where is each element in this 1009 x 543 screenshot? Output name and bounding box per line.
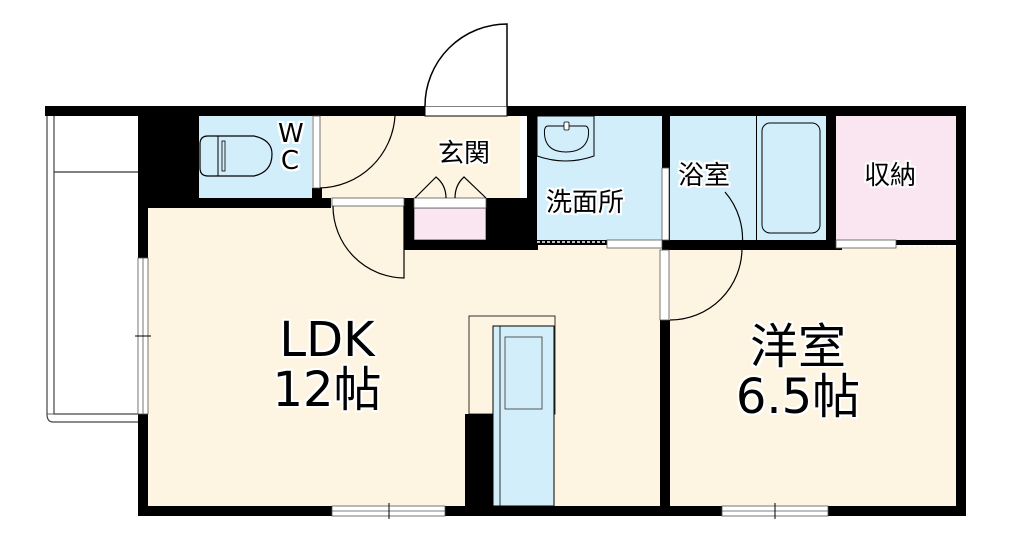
floors [147,116,960,514]
room-label-wc: W C [278,119,304,177]
toilet-icon [199,135,273,177]
wc-label-line1: W [278,119,304,149]
ldk-size: 12帖 [272,362,382,419]
fixtures [199,115,821,507]
room-label-entrance: 玄関 [438,139,491,169]
bathtub-icon [761,122,821,234]
room-label-ldk: LDK 12帖 [262,315,392,416]
ldk-name: LDK [279,312,375,368]
room-label-bathroom: 浴室 [678,161,731,191]
wc-label-line2: C [280,146,300,177]
room-label-western: 洋室 6.5帖 [728,322,868,423]
openings [135,23,956,519]
room-label-storage: 収納 [864,161,917,191]
western-name: 洋室 [749,319,846,375]
balcony [46,106,140,423]
room-label-washroom: 洗面所 [546,188,625,218]
western-size: 6.5帖 [735,369,861,426]
